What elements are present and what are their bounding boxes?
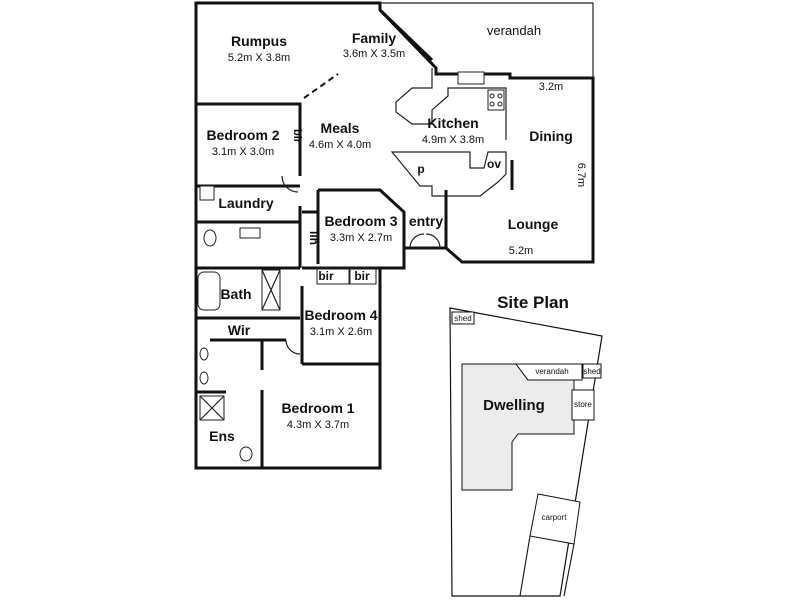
rumpus-label: Rumpus [231,33,287,49]
site-driveway [519,535,575,597]
lot-boundary [449,307,603,597]
site-plan: Site Plan shed Dwelling verandah shed st… [449,293,603,597]
site-plan-title: Site Plan [497,293,569,312]
bedroom1-size: 4.3m X 3.7m [287,419,349,431]
ensuite-basin-1 [199,347,209,361]
lounge-dim: 5.2m [509,245,533,257]
site-shed-left-label: shed [454,314,471,323]
meals-size: 4.6m X 4.0m [309,139,371,151]
bedroom4-size: 3.1m X 2.6m [310,326,372,338]
family-size: 3.6m X 3.5m [343,48,405,60]
bedroom1-bir-label: bir [354,269,370,283]
dwelling-footprint [461,363,575,491]
bedroom4-label: Bedroom 4 [304,307,377,323]
verandah-label: verandah [487,23,541,38]
pantry-label: p [417,162,424,176]
ensuite-toilet [239,446,253,462]
site-verandah-label: verandah [535,367,568,376]
oven-label: ov [487,157,501,171]
dining-label: Dining [529,128,573,144]
site-store-label: store [574,400,592,409]
rumpus-size: 5.2m X 3.8m [228,52,290,64]
bath-tub [197,271,221,311]
site-shed-right [582,363,602,379]
site-carport-label: carport [542,513,568,522]
meals-label: Meals [321,120,360,136]
door-swing [281,175,301,355]
bedroom1-label: Bedroom 1 [281,400,354,416]
entry-door [409,233,441,249]
bedroom2-bir-label: bir [291,129,303,144]
laundry-label: Laundry [218,195,273,211]
lounge-label: Lounge [508,216,559,232]
ensuite-basin-2 [199,371,209,385]
verandah-outline [380,2,594,78]
meals-opening [303,73,339,99]
family-diagonal-wall [378,8,434,62]
vanity-basin [239,227,261,239]
bedroom4-bir-label: bir [318,269,334,283]
laundry-tub [199,185,215,201]
bedroom3-size: 3.3m X 2.7m [330,232,392,244]
ensuite-label: Ens [209,428,235,444]
dining-dim-side: 6.7m [575,163,587,187]
entry-label: entry [409,213,443,229]
kitchen-label: Kitchen [427,115,478,131]
bedroom2-label: Bedroom 2 [206,127,279,143]
dwelling-label: Dwelling [483,397,545,414]
site-shed-right-label: shed [583,367,600,376]
dining-dim-top: 3.2m [539,81,563,93]
site-store [571,389,595,421]
kitchen-bench [390,68,507,197]
room-labels: Rumpus 5.2m X 3.8m Family 3.6m X 3.5m ve… [206,23,587,444]
cooktop [487,89,505,111]
toilet [203,229,217,247]
site-shed-left [451,311,475,325]
site-verandah [515,363,583,381]
kitchen-size: 4.9m X 3.8m [422,134,484,146]
kitchen-sink [457,71,485,85]
wir-label: Wir [228,322,251,338]
bedroom3-label: Bedroom 3 [324,213,397,229]
bath-label: Bath [220,286,251,302]
family-label: Family [352,30,397,46]
linen-label: lin [307,231,321,245]
bedroom2-size: 3.1m X 3.0m [212,146,274,158]
